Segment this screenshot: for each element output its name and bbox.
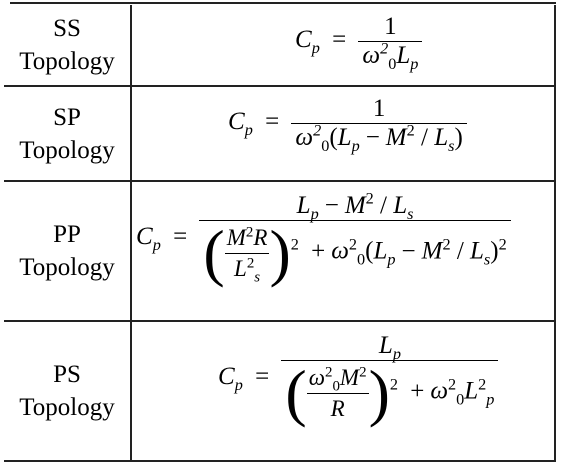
table-top-rule	[10, 2, 556, 4]
topology-capacitance-table: SS Topology Cp = 1 ω20Lp SP Topology Cp …	[4, 5, 556, 462]
fraction: 1 ω20(Lp−M2 / Ls)	[291, 95, 467, 154]
equation-cell-ss: Cp = 1 ω20Lp	[130, 5, 556, 87]
table-row: SS Topology Cp = 1 ω20Lp	[4, 5, 556, 87]
row-label-ss: SS Topology	[4, 5, 132, 87]
topology-name: SS	[53, 15, 81, 42]
topology-word: Topology	[19, 394, 115, 421]
table-row: SP Topology Cp = 1 ω20(Lp−M2 / Ls)	[4, 85, 556, 182]
fraction: 1 ω20Lp	[358, 13, 423, 72]
equation-sp: Cp = 1 ω20(Lp−M2 / Ls)	[228, 95, 467, 154]
topology-word: Topology	[19, 254, 115, 281]
topology-word: Topology	[19, 136, 115, 164]
topology-name: PP	[53, 221, 81, 248]
topology-name: PS	[53, 361, 81, 388]
topology-name: SP	[53, 103, 81, 131]
row-label-ps: PS Topology	[4, 320, 132, 462]
equation-cell-sp: Cp = 1 ω20(Lp−M2 / Ls)	[130, 85, 556, 182]
equation-ss: Cp = 1 ω20Lp	[295, 13, 423, 72]
row-label-sp: SP Topology	[4, 85, 132, 182]
row-label-pp: PP Topology	[4, 180, 132, 322]
topology-word: Topology	[19, 48, 115, 75]
